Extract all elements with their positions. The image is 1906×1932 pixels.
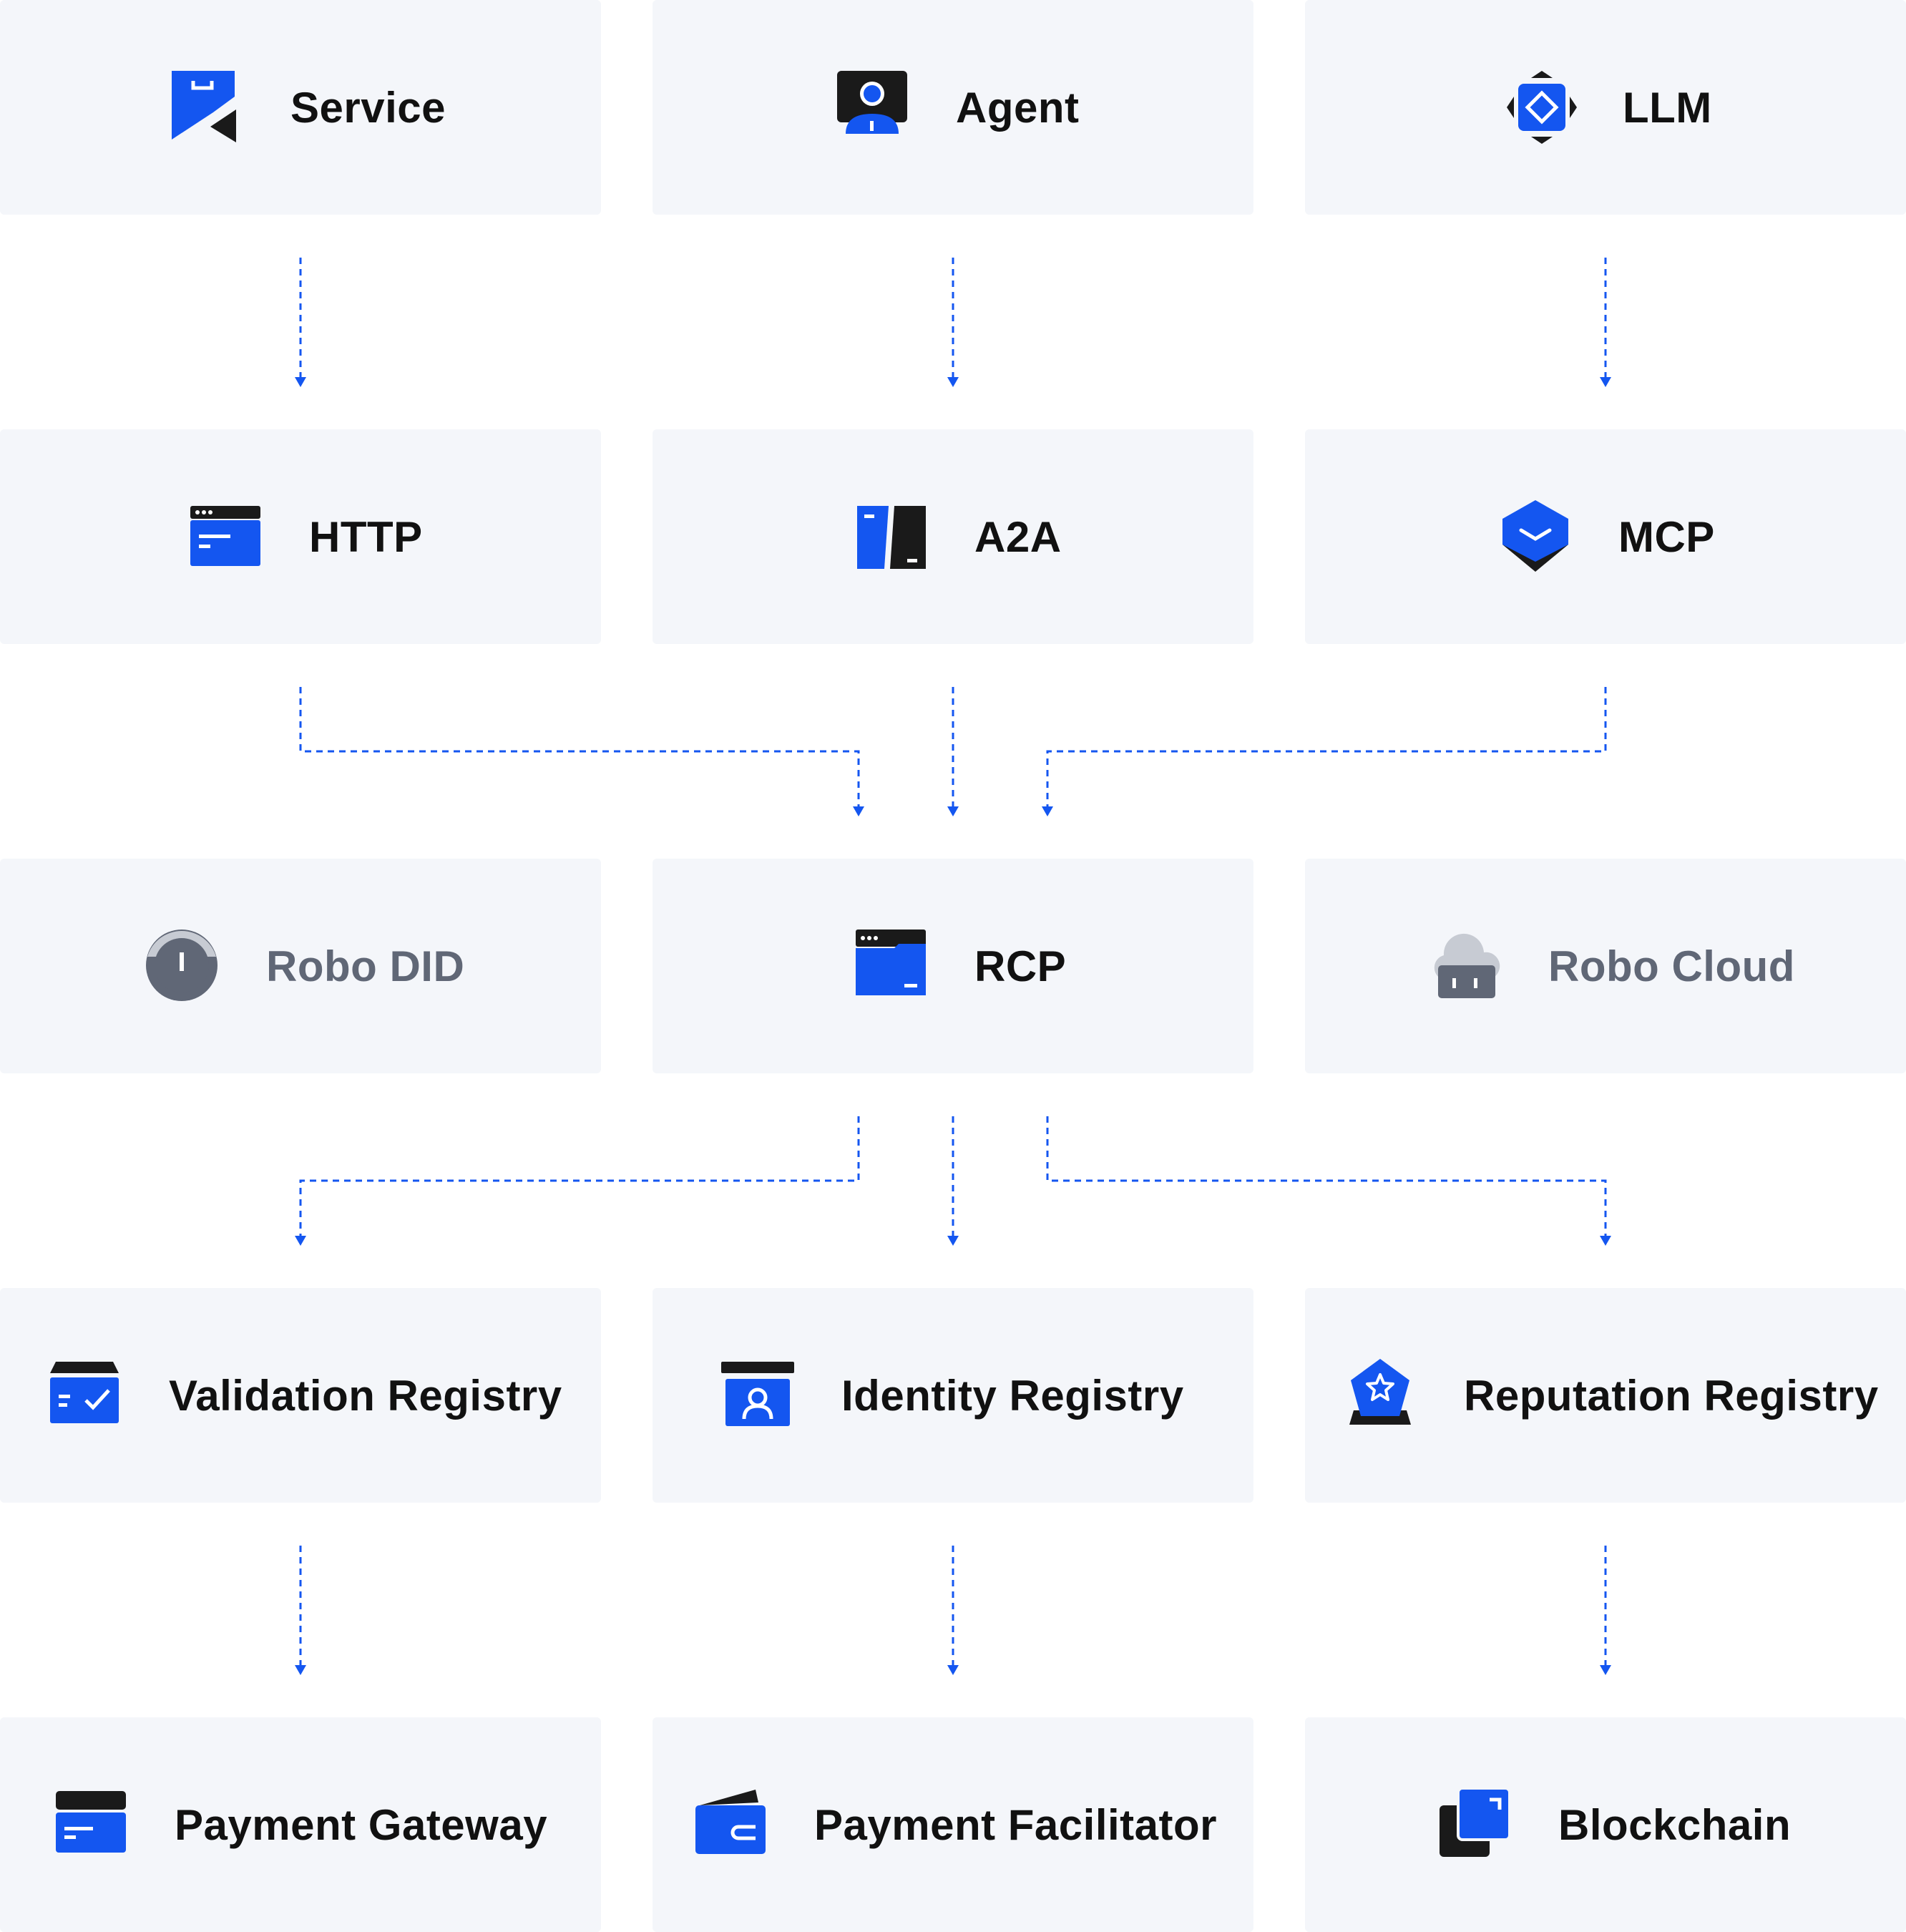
node-robo-did: Robo DID (0, 859, 601, 1073)
arrowhead (295, 1236, 306, 1246)
arrowhead (1042, 806, 1053, 816)
node-label: HTTP (309, 512, 423, 561)
payment-facilitator-icon (695, 1790, 766, 1854)
llm-icon (1507, 71, 1577, 144)
arrowhead (295, 377, 306, 387)
node-label: RCP (974, 942, 1067, 990)
node-identity-registry: Identity Registry (653, 1288, 1253, 1503)
arrowhead (947, 806, 959, 816)
node-label: Service (290, 83, 446, 132)
node-label: Agent (956, 83, 1080, 132)
node-validation-registry: Validation Registry (0, 1288, 601, 1503)
arrow-http-rcp (299, 687, 860, 809)
arrowhead (1600, 377, 1611, 387)
validation-registry-icon (50, 1362, 119, 1423)
payment-gateway-icon (56, 1791, 126, 1853)
node-rcp: RCP (653, 859, 1253, 1073)
http-icon (190, 506, 260, 566)
node-label: Blockchain (1558, 1800, 1792, 1849)
node-robo-cloud: Robo Cloud (1305, 859, 1906, 1073)
rcp-icon (856, 930, 926, 995)
node-http: HTTP (0, 429, 601, 644)
node-reputation-registry: Reputation Registry (1305, 1288, 1906, 1503)
arrowhead (1600, 1236, 1611, 1246)
node-service: Service (0, 0, 601, 215)
node-llm: LLM (1305, 0, 1906, 215)
node-label: Payment Gateway (175, 1800, 548, 1849)
reputation-registry-icon (1349, 1359, 1411, 1425)
robo-did-icon (146, 930, 218, 1001)
arrowhead (947, 1236, 959, 1246)
blockchain-icon (1440, 1787, 1511, 1857)
a2a-icon (857, 506, 926, 569)
node-label: A2A (974, 512, 1062, 561)
arrowhead (853, 806, 864, 816)
node-label: Validation Registry (169, 1371, 562, 1420)
arrowhead (947, 1665, 959, 1675)
mcp-icon (1502, 500, 1568, 572)
service-icon (172, 71, 236, 142)
agent-icon (837, 71, 907, 134)
node-label: Robo DID (266, 942, 465, 990)
node-label: Payment Facilitator (814, 1800, 1218, 1849)
arrowhead (1600, 1665, 1611, 1675)
arrow-rcp-validation (299, 1116, 860, 1238)
arrowhead (947, 377, 959, 387)
node-agent: Agent (653, 0, 1253, 215)
robo-cloud-icon (1434, 933, 1500, 998)
arrowhead (295, 1665, 306, 1675)
node-a2a: A2A (653, 429, 1253, 644)
node-blockchain: Blockchain (1305, 1717, 1906, 1932)
arrow-mcp-rcp (1046, 687, 1607, 809)
node-label: Reputation Registry (1464, 1371, 1879, 1420)
node-label: Identity Registry (841, 1371, 1184, 1420)
node-payment-gateway: Payment Gateway (0, 1717, 601, 1932)
identity-registry-icon (721, 1362, 794, 1426)
node-label: Robo Cloud (1548, 942, 1795, 990)
arrow-rcp-reputation (1046, 1116, 1607, 1238)
node-label: MCP (1618, 512, 1715, 561)
node-mcp: MCP (1305, 429, 1906, 644)
node-label: LLM (1623, 83, 1712, 132)
node-payment-facilitator: Payment Facilitator (653, 1717, 1253, 1932)
